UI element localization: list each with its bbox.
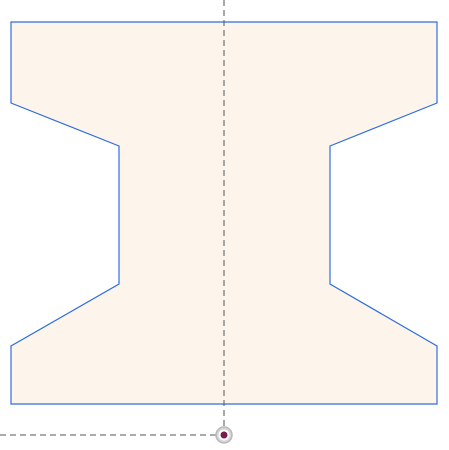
origin-point-icon[interactable] [215, 426, 233, 444]
